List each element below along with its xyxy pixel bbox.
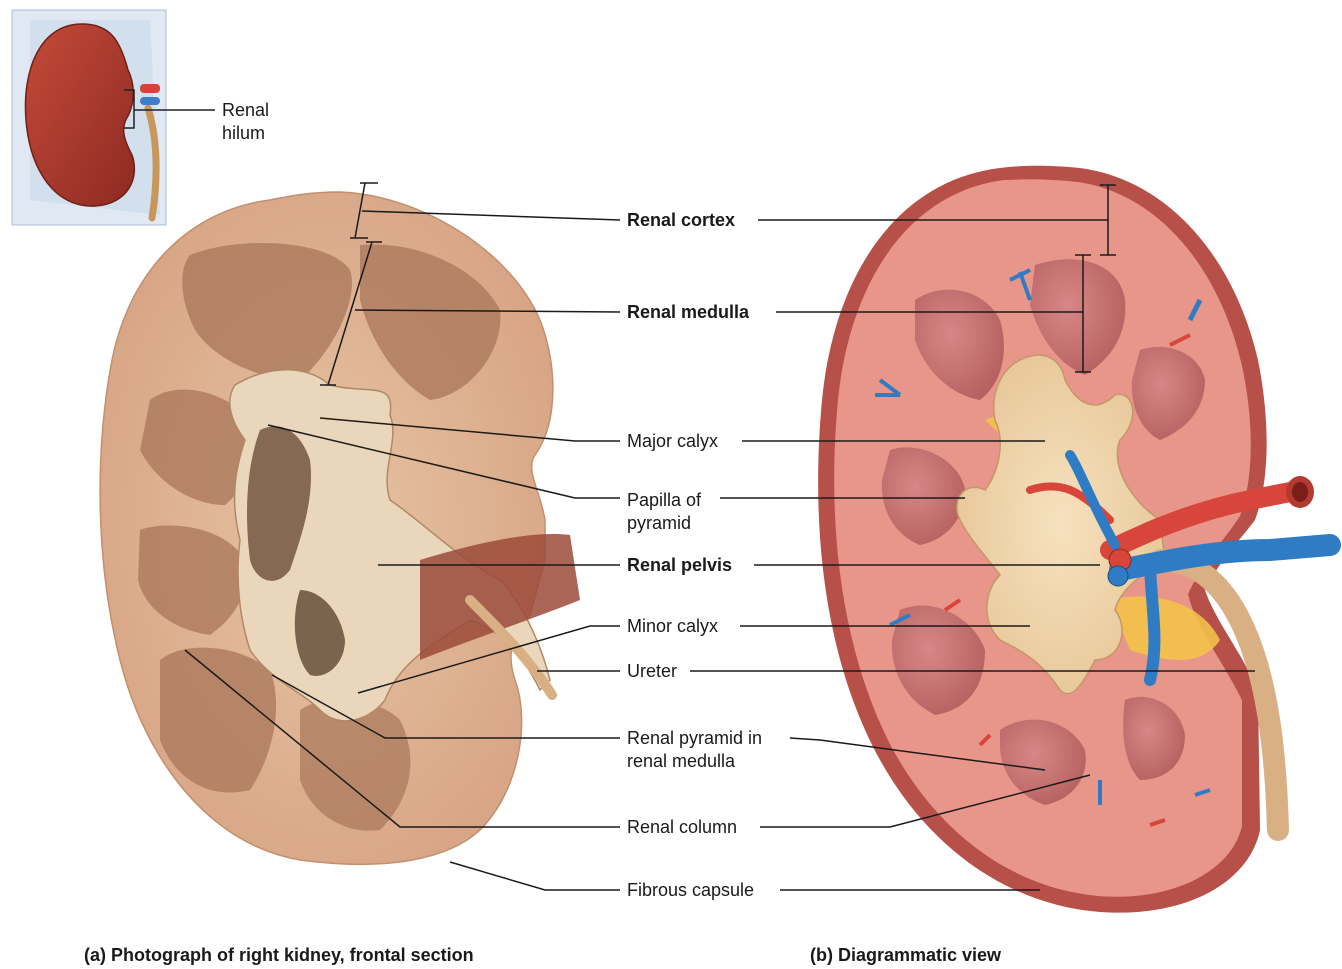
- inset-kidney: [12, 10, 215, 225]
- label-renal-medulla: Renal medulla: [627, 301, 749, 323]
- label-major-calyx: Major calyx: [627, 430, 718, 452]
- label-renal-pyramid-line1: Renal pyramid in: [627, 727, 762, 749]
- label-renal-column: Renal column: [627, 816, 737, 838]
- label-renal-cortex: Renal cortex: [627, 209, 735, 231]
- label-papilla-line2: pyramid: [627, 512, 691, 534]
- photo-kidney: [100, 192, 580, 864]
- label-renal-pyramid-line2: renal medulla: [627, 750, 735, 772]
- label-minor-calyx: Minor calyx: [627, 615, 718, 637]
- label-renal-hilum-line2: hilum: [222, 122, 265, 144]
- caption-b: (b) Diagrammatic view: [810, 945, 1001, 966]
- label-renal-hilum-line1: Renal: [222, 99, 269, 121]
- label-ureter: Ureter: [627, 660, 677, 682]
- label-papilla-line1: Papilla of: [627, 489, 701, 511]
- label-renal-pelvis: Renal pelvis: [627, 554, 732, 576]
- diagram-kidney: [818, 166, 1330, 913]
- label-fibrous-capsule: Fibrous capsule: [627, 879, 754, 901]
- caption-a: (a) Photograph of right kidney, frontal …: [84, 945, 474, 966]
